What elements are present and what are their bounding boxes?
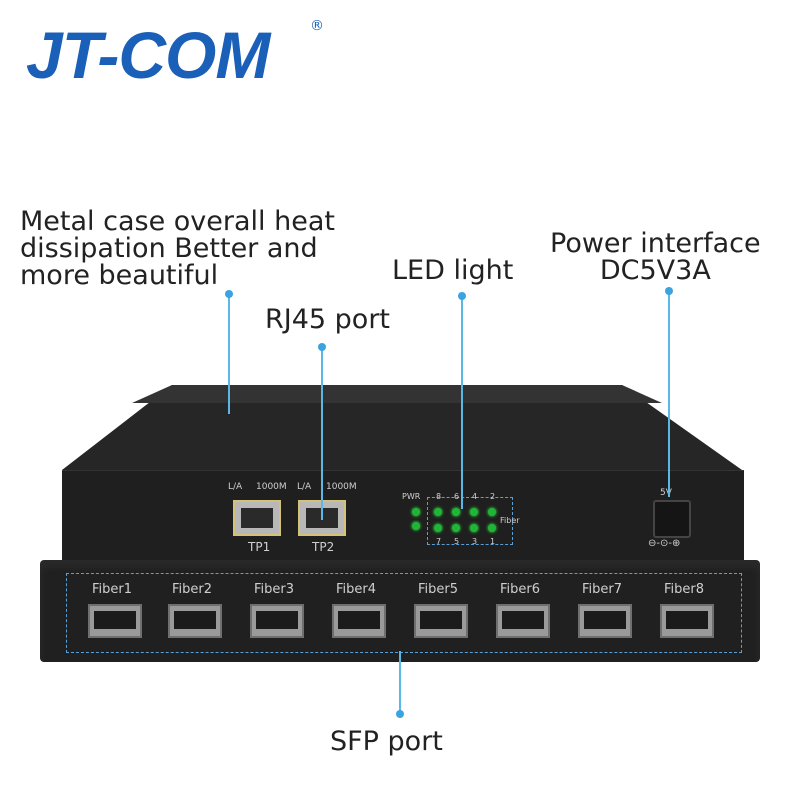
tp2-label: TP2 — [312, 540, 335, 554]
pwr-led-label: PWR — [402, 492, 421, 501]
tp1-la-label: L/A — [228, 482, 243, 492]
fiber-led-5 — [452, 524, 460, 532]
rj45-callout-line — [321, 348, 323, 520]
tp1-speed-label: 1000M — [256, 482, 287, 492]
led-num-4: 4 — [472, 492, 478, 501]
pwr-led — [412, 508, 420, 516]
fiber-port-label-2: Fiber2 — [172, 582, 213, 597]
registered-mark: ® — [310, 18, 324, 34]
rj45-callout-dot — [318, 343, 326, 351]
led-num-1: 1 — [490, 537, 496, 546]
fiber-led-8 — [434, 508, 442, 516]
device-back-panel — [62, 470, 744, 571]
pwr-led-2 — [412, 522, 420, 530]
sfp-port-3 — [250, 604, 304, 638]
metal-case-callout-dot — [225, 290, 233, 298]
led-num-7: 7 — [436, 537, 442, 546]
fiber-led-1 — [488, 524, 496, 532]
power-callout-dot — [665, 287, 673, 295]
fiber-port-label-3: Fiber3 — [254, 582, 295, 597]
fiber-port-label-4: Fiber4 — [336, 582, 377, 597]
polarity-icon: ⊖-⊙-⊕ — [648, 538, 681, 549]
tp2-speed-label: 1000M — [326, 482, 357, 492]
fiber-port-label-1: Fiber1 — [92, 582, 133, 597]
sfp-port-1 — [88, 604, 142, 638]
led-num-5: 5 — [454, 537, 460, 546]
sfp-label: SFP port — [330, 726, 443, 757]
fiber-led-7 — [434, 524, 442, 532]
fiber-led-label: Fiber — [500, 516, 520, 525]
device-front-panel — [40, 560, 760, 662]
led-group-box — [427, 497, 513, 545]
power-label: Power interface DC5V3A — [550, 228, 761, 286]
fiber-port-label-8: Fiber8 — [664, 582, 705, 597]
led-callout-line — [461, 297, 463, 509]
led-num-3: 3 — [472, 537, 478, 546]
sfp-port-6 — [496, 604, 550, 638]
metal-case-label: Metal case overall heat dissipation Bett… — [20, 206, 335, 291]
sfp-port-5 — [414, 604, 468, 638]
fiber-led-3 — [470, 524, 478, 532]
fiber-led-4 — [470, 508, 478, 516]
led-num-2: 2 — [490, 492, 496, 501]
tp1-label: TP1 — [248, 540, 271, 554]
sfp-port-area — [66, 573, 742, 653]
led-num-8: 8 — [436, 492, 442, 501]
sfp-port-2 — [168, 604, 222, 638]
rj45-label: RJ45 port — [265, 304, 391, 335]
sfp-callout-dot — [396, 710, 404, 718]
metal-case-callout-line — [228, 296, 230, 414]
power-callout-line — [668, 292, 670, 497]
device-top-panel — [62, 385, 742, 470]
led-callout-dot — [458, 292, 466, 300]
led-label: LED light — [392, 255, 514, 286]
sfp-port-7 — [578, 604, 632, 638]
fiber-port-label-7: Fiber7 — [582, 582, 623, 597]
fiber-port-label-6: Fiber6 — [500, 582, 541, 597]
power-spec-label: 5V — [660, 488, 672, 498]
led-num-6: 6 — [454, 492, 460, 501]
fiber-port-label-5: Fiber5 — [418, 582, 459, 597]
rj45-port-tp1 — [233, 500, 281, 536]
rj45-port-tp2 — [298, 500, 346, 536]
fiber-led-6 — [452, 508, 460, 516]
sfp-port-8 — [660, 604, 714, 638]
brand-logo: JT-COM — [26, 18, 270, 92]
sfp-callout-line — [399, 651, 401, 715]
fiber-led-2 — [488, 508, 496, 516]
sfp-port-4 — [332, 604, 386, 638]
power-jack — [653, 500, 691, 538]
tp2-la-label: L/A — [297, 482, 312, 492]
